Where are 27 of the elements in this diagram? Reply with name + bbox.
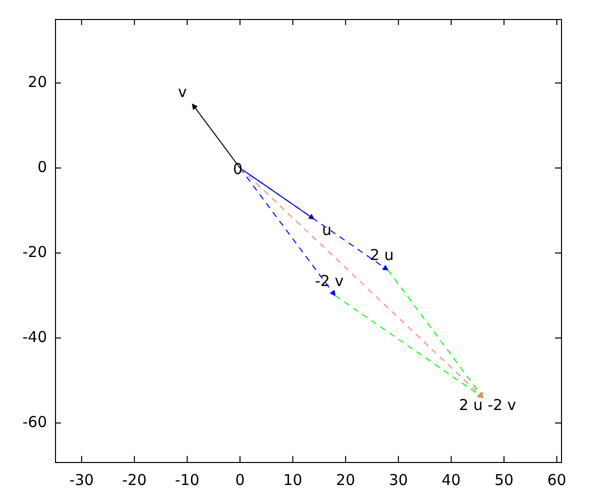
x-tick-label: -30	[68, 472, 95, 489]
x-tick-label: 30	[388, 472, 409, 489]
vector-arrow	[240, 168, 484, 398]
x-tick-label: 10	[282, 472, 304, 489]
y-tick-label: -20	[22, 244, 47, 261]
vector-arrow	[387, 270, 484, 398]
vector-label: -2 v	[315, 273, 344, 290]
x-tick-label: 60	[546, 472, 568, 489]
vector-arrow	[240, 168, 336, 296]
vector-label: u	[322, 222, 332, 239]
x-tick-label: 40	[440, 472, 462, 489]
x-tick-label: 0	[234, 472, 246, 489]
vector-arrow	[334, 295, 484, 398]
y-tick-label: 0	[37, 159, 47, 176]
vector-label: 2 u	[370, 247, 394, 264]
vector-label: 2 u -2 v	[459, 397, 516, 414]
vector-arrow	[240, 168, 389, 271]
x-tick-label: -10	[174, 472, 200, 489]
x-tick-label: -20	[121, 472, 148, 489]
vector-label: v	[178, 84, 187, 101]
y-tick-label: -60	[22, 414, 47, 431]
x-tick-label: 20	[335, 472, 356, 489]
y-tick-label: -40	[22, 329, 47, 346]
y-tick-label: 20	[28, 74, 47, 91]
x-tick-label: 50	[493, 472, 515, 489]
vector-arrow	[192, 103, 240, 168]
vector-label: 0	[233, 161, 243, 178]
